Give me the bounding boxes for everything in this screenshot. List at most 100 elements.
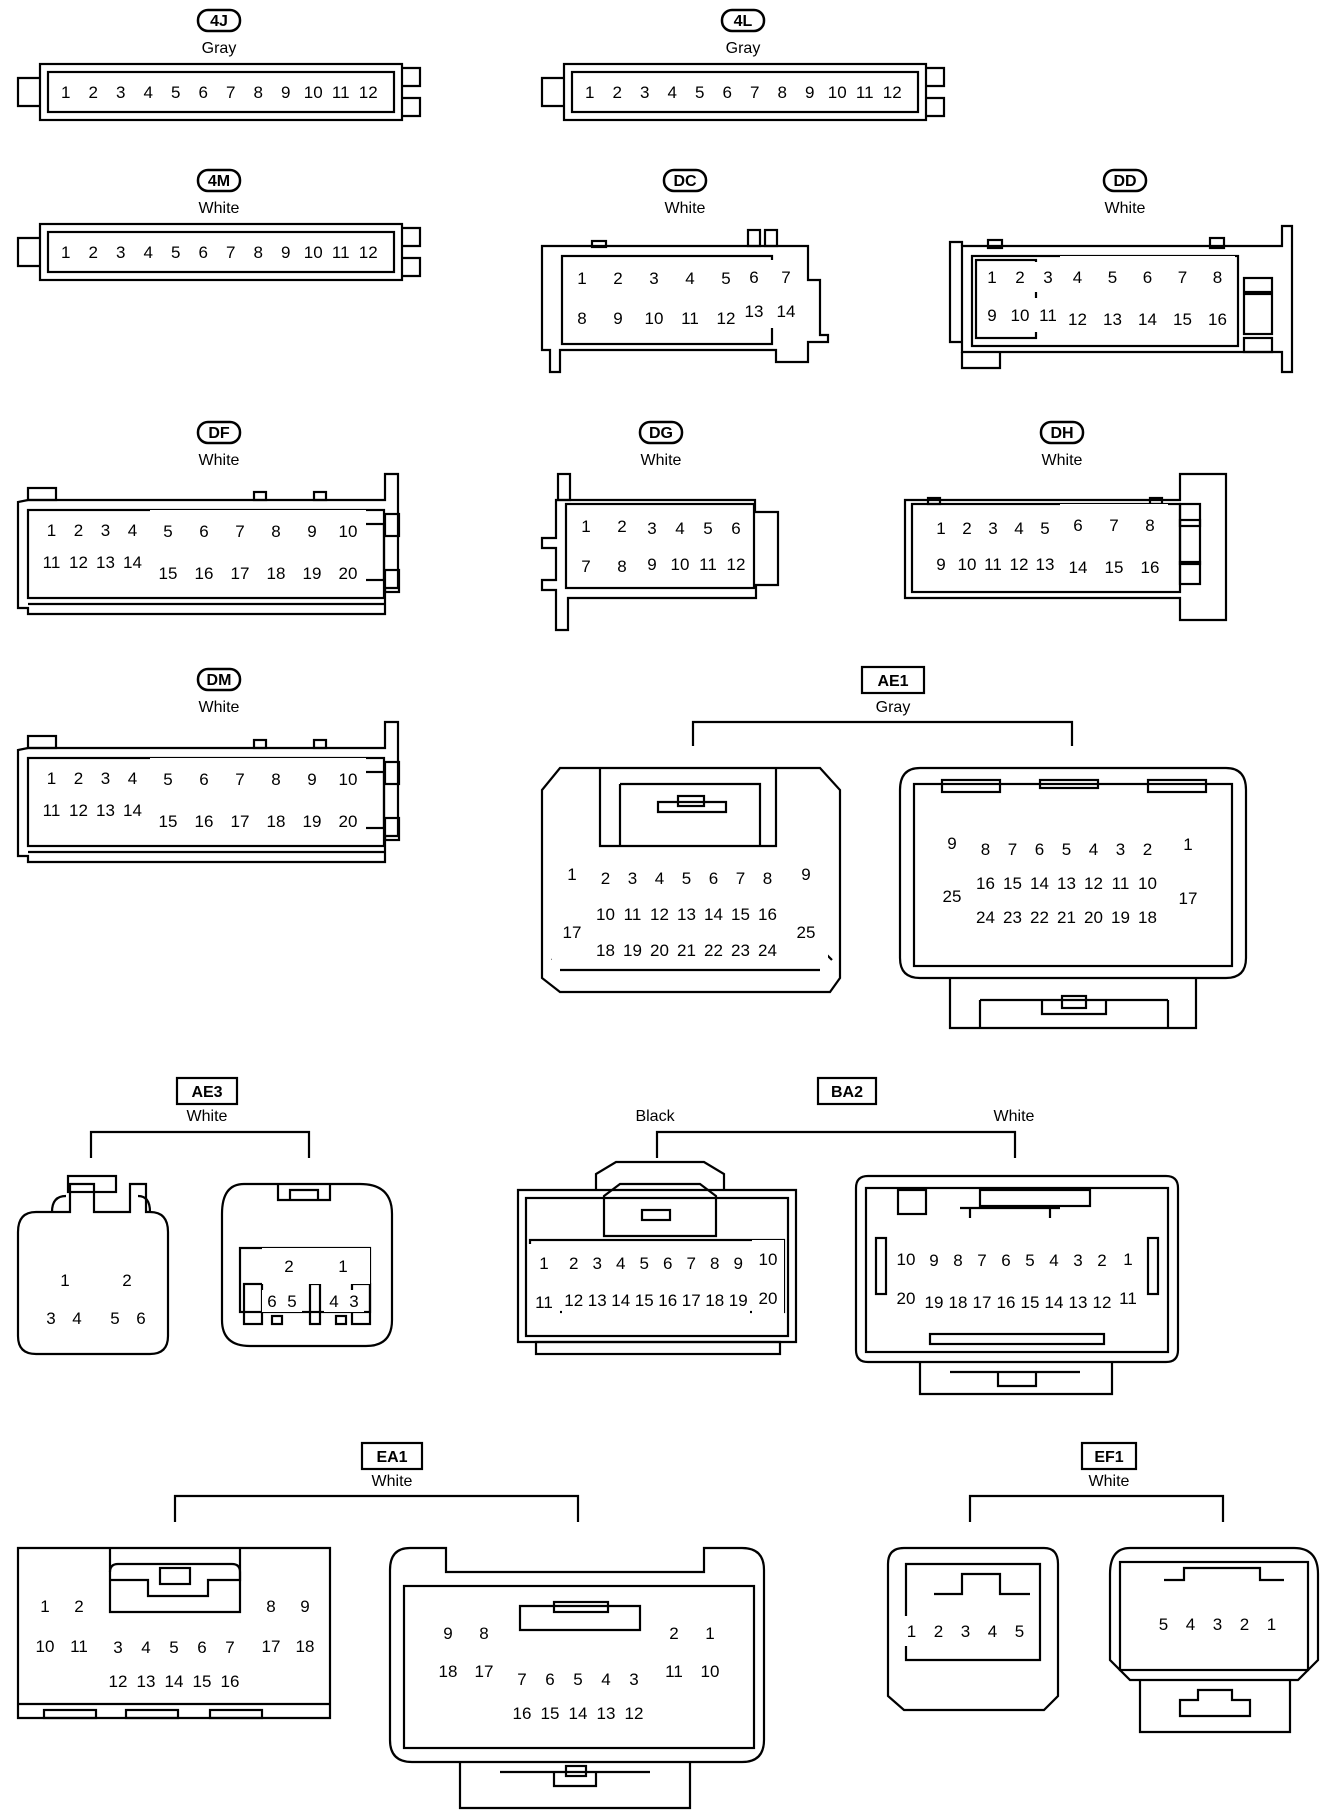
- pin-number: 1: [1183, 835, 1192, 854]
- pin-number: 10: [1138, 874, 1157, 893]
- pin-cell: [666, 510, 694, 546]
- connector-outline: [926, 496, 942, 506]
- pin-cell: [162, 78, 190, 106]
- pin-cell: [244, 78, 272, 106]
- pin-cell: [592, 860, 619, 896]
- pin-number: 11: [681, 309, 699, 328]
- pin-cell: [1112, 1278, 1144, 1318]
- pin-number: 24: [758, 941, 777, 960]
- pin-cell: [79, 78, 107, 106]
- connector-color: Gray: [876, 699, 911, 716]
- pin-cell: [592, 1696, 620, 1730]
- pin-cell: [972, 900, 999, 934]
- pin-number: 5: [640, 1254, 649, 1273]
- pin-cell: [1204, 1608, 1231, 1640]
- pin-number: 7: [736, 869, 745, 888]
- connector-outline: [50, 1194, 152, 1213]
- pin-number: 1: [1123, 1250, 1132, 1269]
- connector-outline: [518, 1604, 642, 1632]
- pin-number: 19: [925, 1293, 944, 1312]
- connector-outline: [242, 1282, 264, 1326]
- pin-number: 11: [665, 1662, 683, 1681]
- pin-number: 17: [682, 1291, 701, 1310]
- pin-number: 15: [1173, 310, 1192, 329]
- pin-number: 17: [563, 923, 582, 942]
- pin-number: 10: [759, 1250, 778, 1269]
- pin-number: 11: [43, 553, 61, 572]
- pin-number: 12: [359, 243, 378, 262]
- connector-outline: [556, 472, 572, 502]
- pin-number: 18: [267, 812, 286, 831]
- connector-outline: [552, 1600, 610, 1614]
- pin-cell: [636, 258, 672, 298]
- pin-number: 15: [541, 1704, 560, 1723]
- pin-number: 5: [682, 869, 691, 888]
- connector-id-badge: [1102, 168, 1148, 193]
- pin-number: 3: [1073, 1251, 1082, 1270]
- pin-cell: [1053, 832, 1080, 866]
- pin-cell: [102, 1306, 128, 1330]
- pin-cell: [686, 78, 714, 106]
- pin-number: 5: [163, 522, 172, 541]
- connector-id: DM: [207, 672, 232, 689]
- pin-cell: [1177, 1608, 1204, 1640]
- connector-id-box: [1080, 1441, 1138, 1471]
- connector-color: White: [1089, 1473, 1130, 1490]
- pin-number: 7: [581, 557, 590, 576]
- pin-number: 8: [778, 83, 787, 102]
- pin-cell: [703, 1282, 727, 1318]
- pin-number: 9: [300, 1597, 309, 1616]
- pin-cell: [656, 1614, 692, 1652]
- pin-cell: [1060, 256, 1095, 298]
- pin-number: 9: [443, 1624, 452, 1643]
- pin-number: 10: [897, 1250, 916, 1269]
- pin-number: 4: [144, 83, 153, 102]
- pin-number: 6: [1035, 840, 1044, 859]
- pin-cell: [851, 78, 879, 106]
- connector-outline: [108, 1562, 242, 1614]
- pin-number: 3: [116, 243, 125, 262]
- pin-number: 7: [1178, 268, 1187, 287]
- pin-cell: [536, 1696, 564, 1730]
- pin-number: 1: [61, 83, 70, 102]
- pin-cell: [186, 800, 222, 842]
- pin-number: 5: [695, 83, 704, 102]
- pin-number: 5: [1108, 268, 1117, 287]
- pin-cell: [119, 546, 146, 578]
- connector-outline: [1038, 778, 1100, 790]
- pin-cell: [930, 820, 974, 866]
- pin-cell: [354, 78, 382, 106]
- connector-outline: [388, 1546, 766, 1764]
- pin-number: 9: [947, 834, 956, 853]
- connector-outline: [402, 256, 422, 278]
- pin-number: 5: [1015, 1622, 1024, 1641]
- pin-cell: [673, 896, 700, 932]
- pin-number: 7: [225, 1638, 234, 1657]
- pin-number: 12: [564, 1291, 583, 1310]
- pin-cell: [656, 1652, 692, 1690]
- pin-number: 19: [729, 1291, 748, 1310]
- pin-cell: [1200, 256, 1235, 298]
- connector-outline: [676, 794, 706, 808]
- connector-outline: [854, 1174, 1180, 1364]
- pin-cell: [928, 510, 954, 546]
- pin-cell: [1096, 546, 1132, 588]
- pin-cell: [344, 1290, 364, 1312]
- pin-cell: [65, 794, 92, 826]
- pin-cell: [1006, 262, 1034, 292]
- pin-number: 9: [936, 555, 945, 574]
- connector-outline: [986, 238, 1004, 250]
- pin-cell: [646, 932, 673, 968]
- connector-outline: [458, 1762, 692, 1810]
- pin-number: 3: [101, 521, 110, 540]
- pin-number: 3: [649, 269, 658, 288]
- pin-number: 11: [70, 1637, 88, 1656]
- pin-number: 6: [1143, 268, 1152, 287]
- pin-cell: [330, 510, 366, 552]
- pin-number: 19: [303, 812, 322, 831]
- pin-cell: [324, 1290, 344, 1312]
- pin-cell: [592, 932, 619, 968]
- pin-cell: [564, 1696, 592, 1730]
- pin-number: 2: [284, 1257, 293, 1276]
- pin-cell: [1018, 1242, 1042, 1278]
